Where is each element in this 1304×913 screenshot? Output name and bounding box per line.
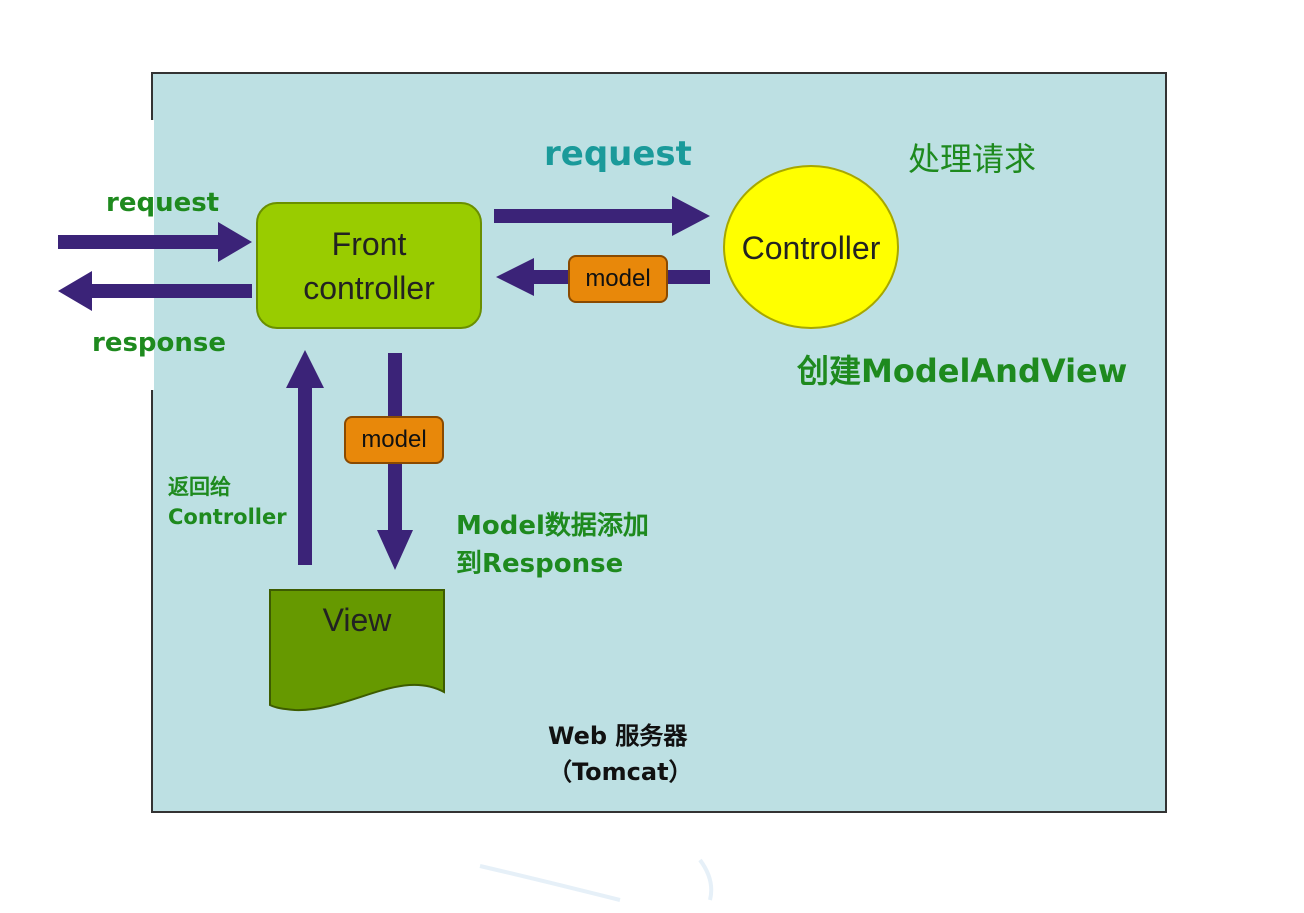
front-controller-box (256, 202, 482, 329)
front-controller-label: Front controller (257, 222, 481, 310)
outer-request-label: request (106, 188, 220, 218)
model-badge-top: model (568, 255, 668, 303)
watermark-stroke (479, 864, 621, 902)
arrow-back-from-view (286, 350, 324, 565)
process-request-label: 处理请求 (908, 140, 1037, 178)
outer-response-label: response (92, 328, 227, 358)
arrow-request-to-controller (494, 196, 710, 236)
return-to-controller-label: 返回给 Controller (168, 472, 287, 532)
front-controller-label-line2: controller (303, 270, 435, 306)
arrow-outgoing-response (58, 271, 252, 311)
container-edge-mask (130, 120, 154, 390)
controller-label: Controller (741, 230, 881, 266)
view-label: View (322, 602, 392, 638)
web-server-label: Web 服务器 （Tomcat） (548, 718, 693, 790)
arrow-incoming-request (58, 222, 252, 262)
model-to-response-line1: Model数据添加 (456, 511, 649, 541)
model-to-response-line2: 到Response (456, 549, 624, 579)
return-to-controller-line1: 返回给 (168, 475, 231, 499)
web-server-line2: （Tomcat） (548, 758, 693, 786)
create-model-and-view-label: 创建ModelAndView (797, 352, 1128, 390)
web-server-line1: Web 服务器 (548, 722, 688, 750)
return-to-controller-line2: Controller (168, 505, 287, 529)
controller-circle (723, 165, 899, 329)
view-document (269, 589, 445, 712)
web-server-container (151, 72, 1167, 813)
model-badge-middle: model (344, 416, 444, 464)
front-controller-label-line1: Front (331, 226, 407, 262)
model-to-response-label: Model数据添加 到Response (456, 507, 649, 583)
watermark-stroke (698, 858, 714, 901)
inner-request-label: request (544, 134, 692, 174)
